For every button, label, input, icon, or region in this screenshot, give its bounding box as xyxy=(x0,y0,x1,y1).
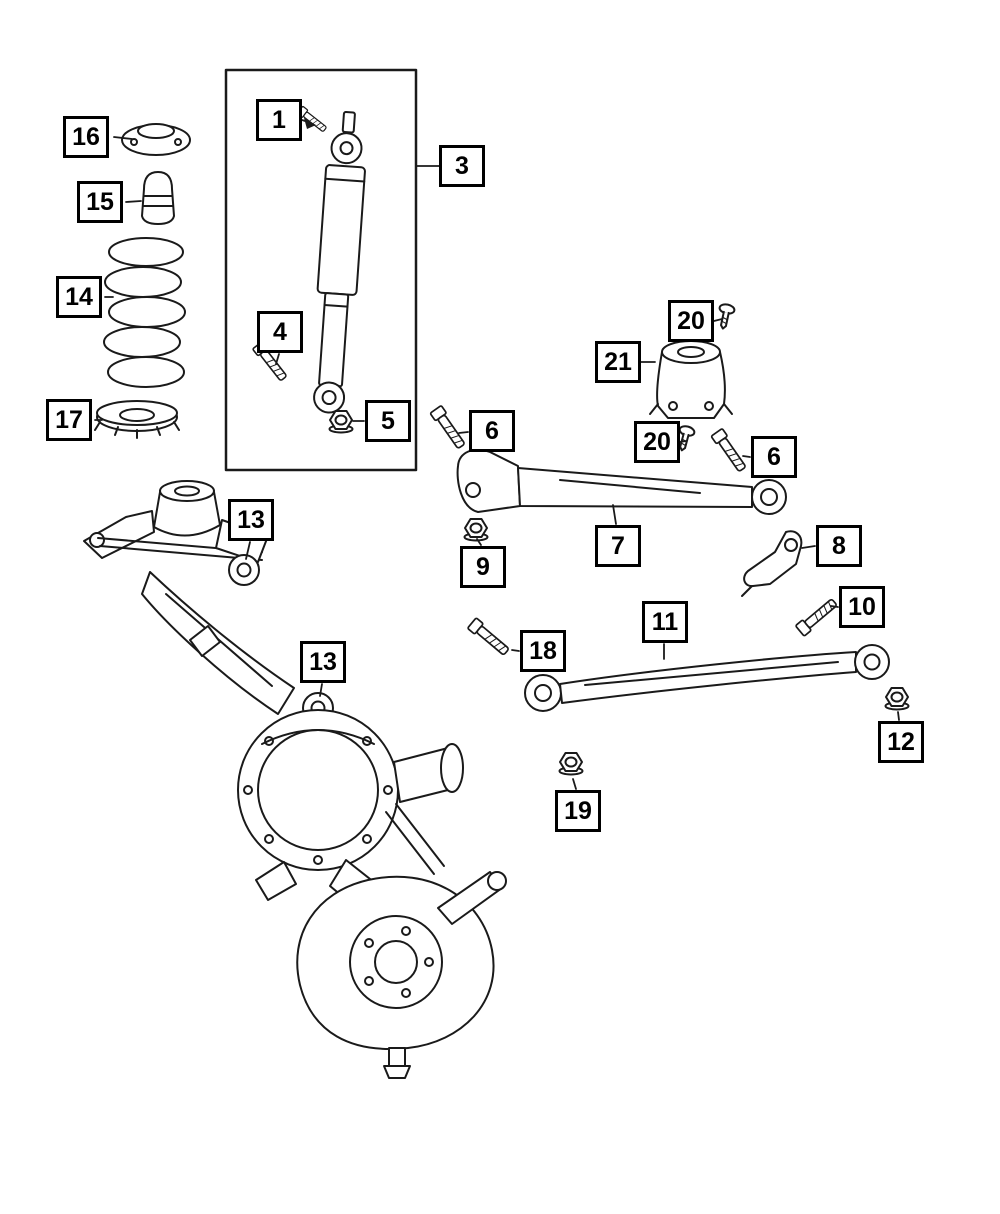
bolt-18-drawing xyxy=(466,616,512,659)
callout-21[interactable]: 21 xyxy=(595,341,641,383)
callout-18[interactable]: 18 xyxy=(520,630,566,672)
callout-1[interactable]: 1 xyxy=(256,99,302,141)
callout-9[interactable]: 9 xyxy=(460,546,506,588)
spring-lower-isolator-drawing xyxy=(94,400,180,439)
callout-14[interactable]: 14 xyxy=(56,276,102,318)
lower-control-arm-group xyxy=(466,616,910,776)
bolt-6-left-drawing xyxy=(429,404,468,451)
callout-6-right[interactable]: 6 xyxy=(751,436,797,478)
callout-19[interactable]: 19 xyxy=(555,790,601,832)
callout-12[interactable]: 12 xyxy=(878,721,924,763)
callout-5[interactable]: 5 xyxy=(365,400,411,442)
screw-20-top-drawing xyxy=(714,302,737,332)
callout-15[interactable]: 15 xyxy=(77,181,123,223)
nut-9-drawing xyxy=(463,518,489,542)
lower-control-arm-drawing xyxy=(559,651,857,704)
nut-19-drawing xyxy=(558,752,584,776)
leader-lines xyxy=(94,118,900,790)
callout-8[interactable]: 8 xyxy=(816,525,862,567)
coil-spring-drawing xyxy=(103,237,186,388)
callout-3[interactable]: 3 xyxy=(439,145,485,187)
callout-10[interactable]: 10 xyxy=(839,586,885,628)
callout-6-left[interactable]: 6 xyxy=(469,410,515,452)
spring-column-group xyxy=(94,123,191,439)
callout-20-top[interactable]: 20 xyxy=(668,300,714,342)
callout-7[interactable]: 7 xyxy=(595,525,641,567)
axle-bracket-group xyxy=(741,530,840,638)
callout-20-lower[interactable]: 20 xyxy=(634,421,680,463)
nut-5-drawing xyxy=(328,410,354,434)
callout-4[interactable]: 4 xyxy=(257,311,303,353)
shock-absorber-drawing xyxy=(313,111,366,414)
shock-absorber-group xyxy=(224,68,418,472)
shock-group-box xyxy=(224,68,418,472)
callout-11[interactable]: 11 xyxy=(642,601,688,643)
bolt-10-drawing xyxy=(794,595,840,638)
callout-13-upper[interactable]: 13 xyxy=(228,499,274,541)
bolt-6-right-drawing xyxy=(710,427,749,474)
nut-12-drawing xyxy=(884,687,910,711)
jounce-bumper-drawing xyxy=(141,171,175,225)
upper-control-arm-group xyxy=(429,404,787,542)
upper-mount-bracket-group xyxy=(649,302,749,474)
callout-17[interactable]: 17 xyxy=(46,399,92,441)
callout-16[interactable]: 16 xyxy=(63,116,109,158)
front-axle-assembly-drawing xyxy=(83,480,507,1079)
callout-13-lower[interactable]: 13 xyxy=(300,641,346,683)
